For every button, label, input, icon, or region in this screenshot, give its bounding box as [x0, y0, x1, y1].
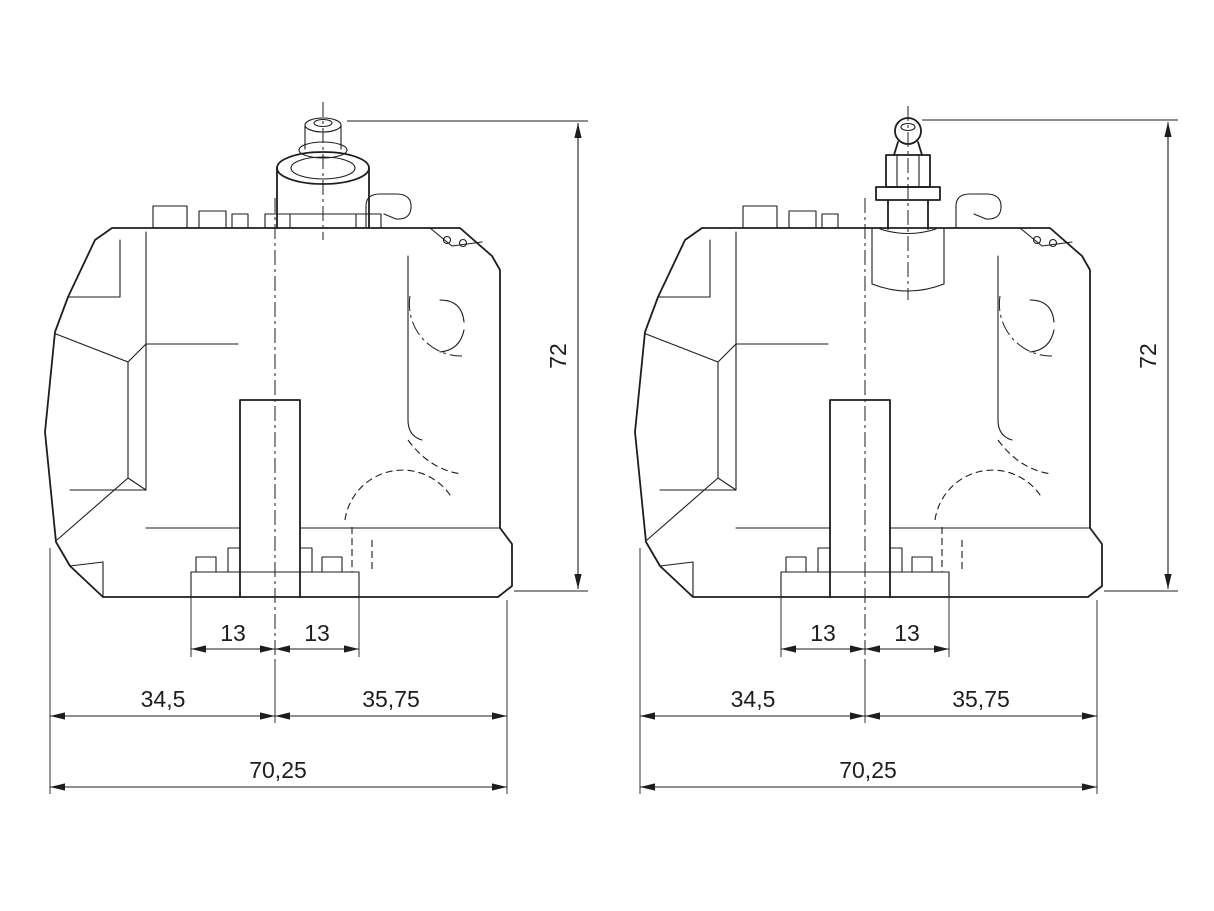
extension-lines: [922, 119, 1178, 592]
cap-knob-inner: [313, 118, 333, 128]
dimension-label-width-right: 35,75: [952, 686, 1010, 712]
dimension-height-left: 72: [347, 120, 588, 592]
dimension-total-left-view: 70,25: [49, 723, 508, 794]
valve-neck: [893, 141, 923, 156]
cap-neck: [304, 125, 342, 150]
view-right: 72 13 13 34,5 35,75 70,25: [634, 106, 1178, 794]
dimension-slot-left-view: 13 13: [190, 580, 360, 657]
dimension-total-right-view: 70,25: [639, 723, 1098, 794]
valve-flange: [875, 186, 941, 201]
extension-lines: [49, 548, 508, 723]
filler-cap: [264, 102, 382, 240]
dimension-height-right: 72: [922, 119, 1178, 592]
extension-lines: [639, 723, 1098, 794]
dimension-label-width-left: 34,5: [731, 686, 776, 712]
valve-hex-facets: [896, 154, 920, 188]
dimension-label-slot-right: 13: [894, 620, 920, 646]
dimension-widths-left-view: 34,5 35,75: [49, 548, 508, 723]
dimension-label-total: 70,25: [839, 757, 897, 783]
dimension-label-slot-right: 13: [304, 620, 330, 646]
dimension-label-height: 72: [1135, 343, 1161, 369]
dimension-label-slot-left: 13: [810, 620, 836, 646]
view-left: 72 13 13 34,5 35,75 70,25: [44, 102, 588, 794]
dimension-label-height: 72: [545, 343, 571, 369]
extension-lines: [347, 120, 588, 592]
body-left: [44, 193, 513, 665]
dimension-label-slot-left: 13: [220, 620, 246, 646]
cap-cylinder: [276, 167, 370, 229]
extension-lines: [190, 580, 360, 657]
extension-lines: [780, 580, 950, 657]
valve-stem: [887, 199, 929, 230]
dimension-label-width-left: 34,5: [141, 686, 186, 712]
dimension-label-width-right: 35,75: [362, 686, 420, 712]
valve-ball-highlight: [900, 122, 916, 132]
dimension-slot-right-view: 13 13: [780, 580, 950, 657]
bleeder-valve: [871, 106, 945, 300]
extension-lines: [639, 548, 1098, 723]
body-right: [634, 193, 1103, 665]
extension-lines: [49, 723, 508, 794]
dimension-widths-right-view: 34,5 35,75: [639, 548, 1098, 723]
dimension-label-total: 70,25: [249, 757, 307, 783]
